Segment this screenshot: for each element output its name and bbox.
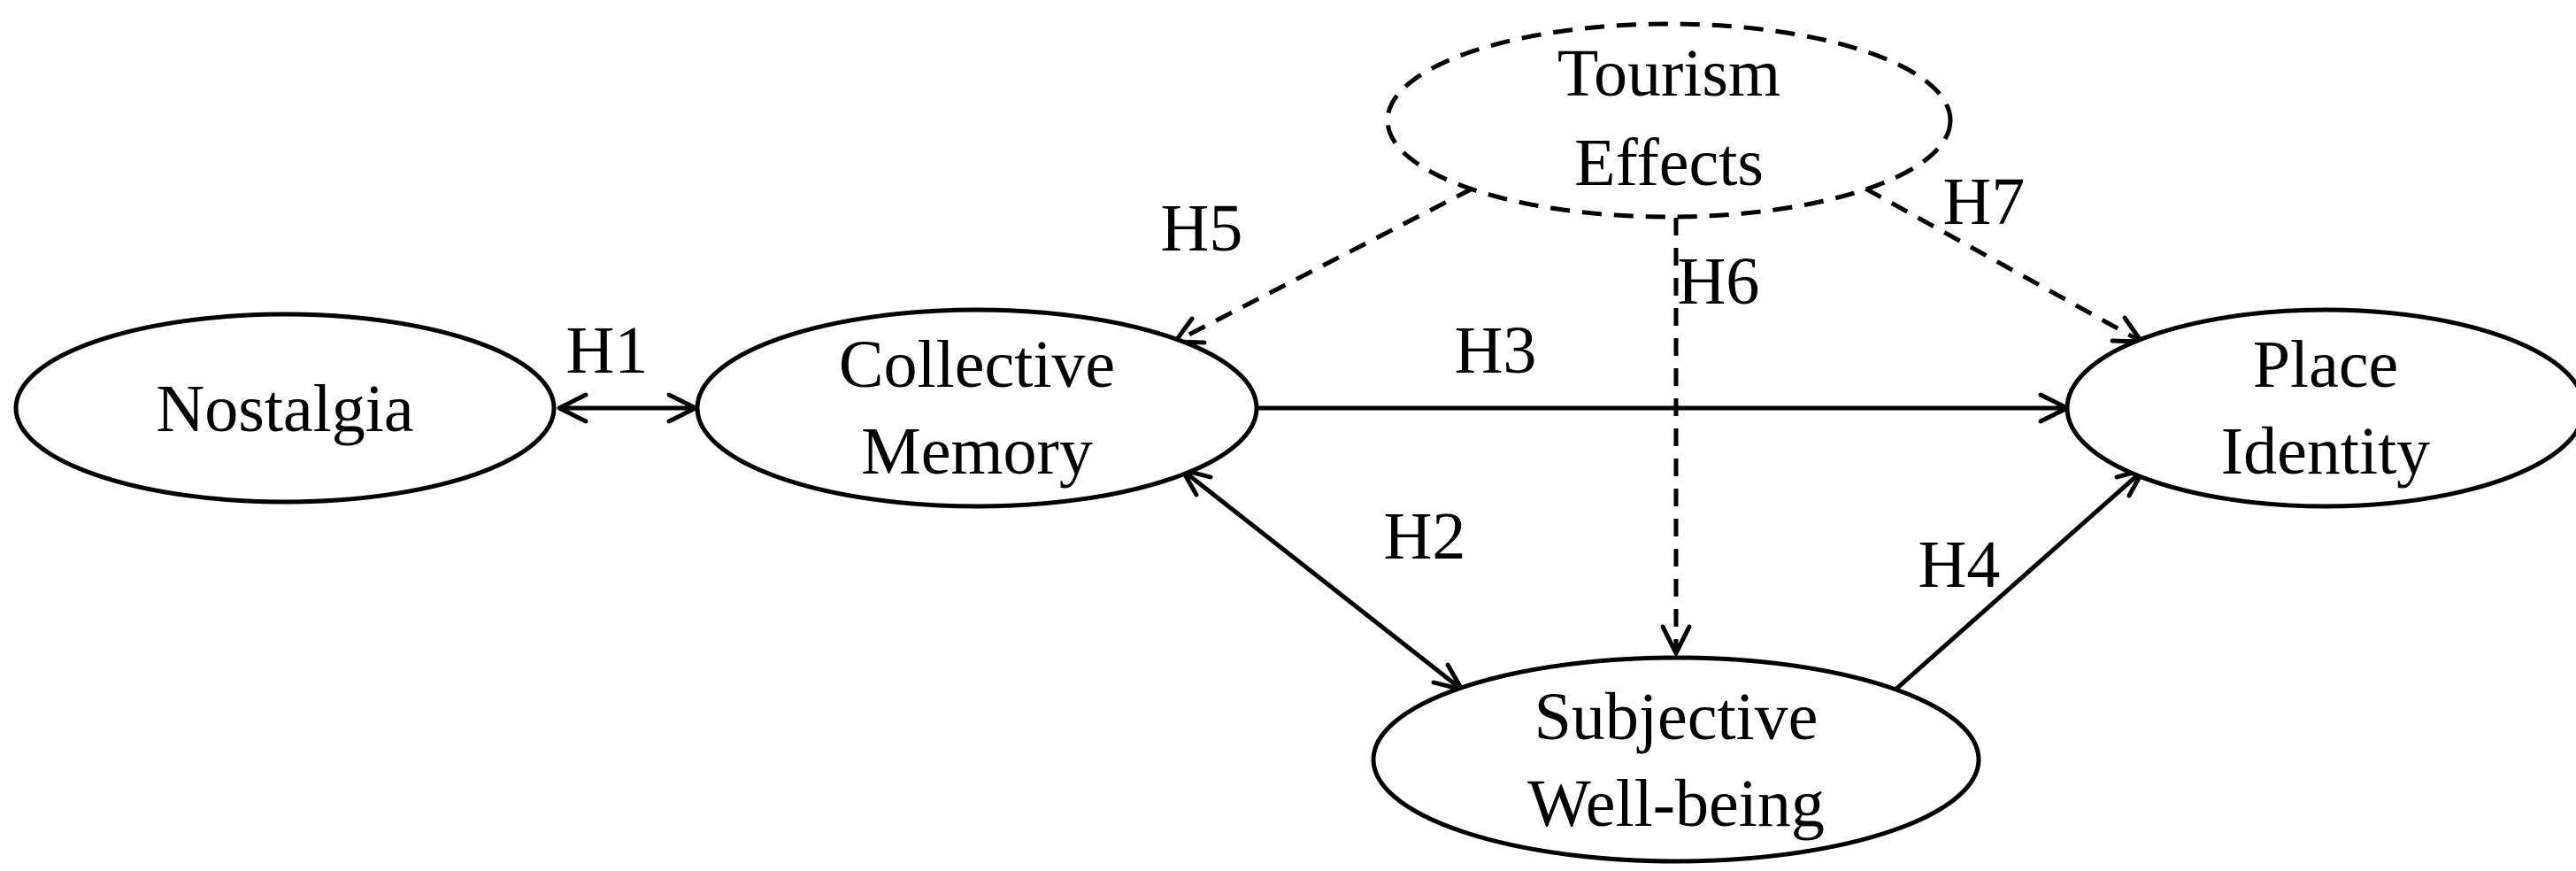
node-label-place-identity-line1: Place: [2253, 328, 2399, 402]
edge-label-h4: H4: [1919, 528, 2001, 602]
node-label-subjective-wellbeing-line2: Well-being: [1527, 767, 1825, 841]
edge-label-h7: H7: [1943, 165, 2026, 239]
node-label-collective-memory-line1: Collective: [839, 328, 1115, 402]
node-label-nostalgia: Nostalgia: [156, 372, 413, 446]
edge-h6: [1660, 218, 1692, 656]
edge-label-h3: H3: [1455, 313, 1537, 388]
node-label-place-identity-line2: Identity: [2221, 414, 2430, 489]
edge-label-h6: H6: [1678, 244, 1760, 319]
node-nostalgia: Nostalgia: [13, 312, 557, 505]
edge-label-h2: H2: [1384, 499, 1466, 574]
edge-label-h5: H5: [1161, 191, 1243, 266]
node-label-subjective-wellbeing-line1: Subjective: [1534, 680, 1819, 754]
edge-h1: [557, 392, 698, 424]
node-label-collective-memory-line2: Memory: [861, 414, 1093, 489]
node-label-tourism-effects-line2: Effects: [1574, 126, 1764, 200]
node-tourism-effects: Tourism Effects: [1385, 21, 1953, 220]
node-subjective-wellbeing: Subjective Well-being: [1371, 655, 1981, 864]
node-label-tourism-effects-line1: Tourism: [1557, 36, 1780, 111]
node-collective-memory: Collective Memory: [695, 307, 1259, 509]
edge-label-h1: H1: [566, 313, 649, 388]
node-place-identity: Place Identity: [2065, 307, 2576, 509]
edge-h3: [1258, 392, 2070, 424]
